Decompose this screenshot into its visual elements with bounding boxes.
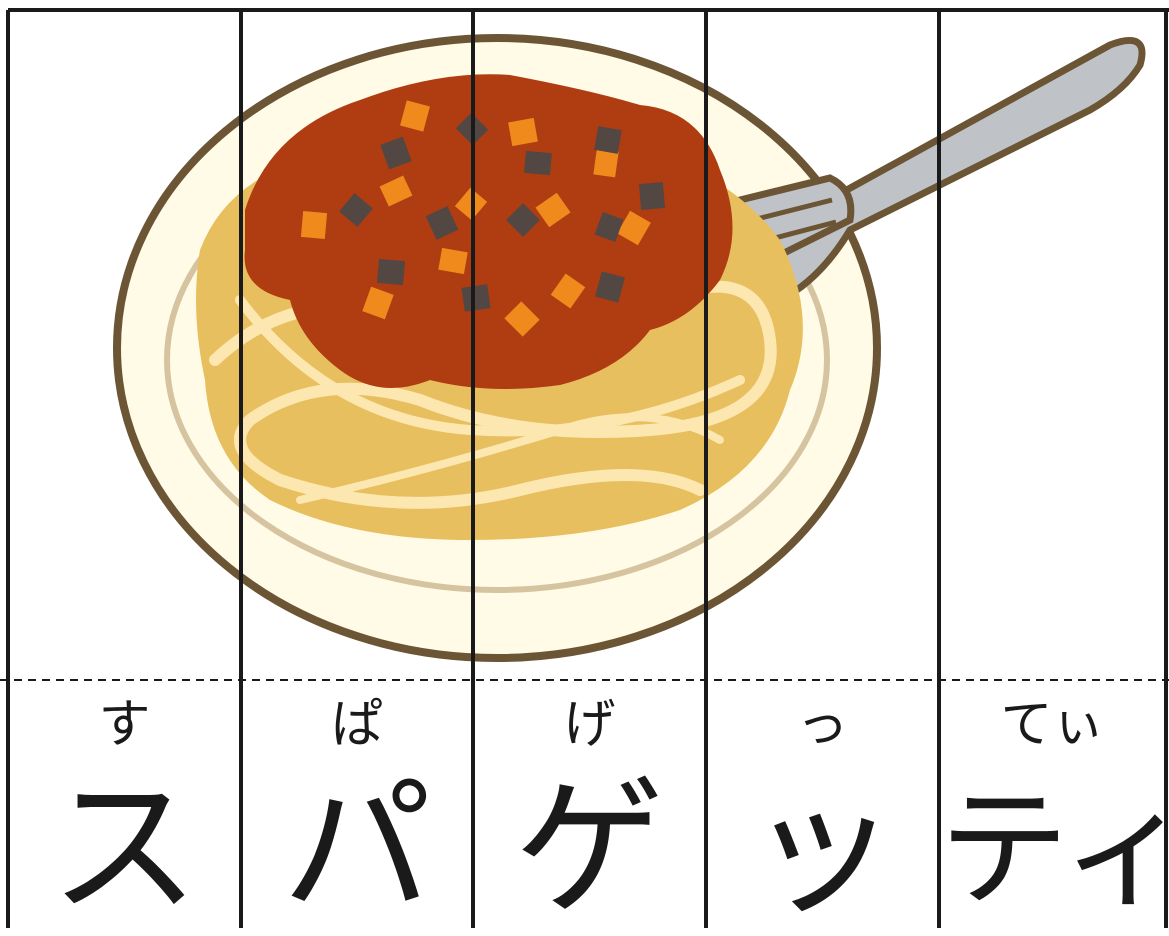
fork-icon [735, 37, 1146, 304]
carrot-piece [617, 210, 651, 246]
katakana-3: ゲ [514, 762, 665, 936]
furigana-4: っ [796, 695, 849, 755]
meat-piece [339, 193, 373, 227]
katakana-1: ス [49, 762, 200, 936]
meat-piece [506, 203, 540, 237]
meat-pieces [339, 112, 666, 312]
carrot-piece [362, 286, 394, 320]
meat-piece [595, 271, 625, 303]
meat-piece [638, 182, 666, 210]
carrot-piece [593, 148, 619, 178]
carrot-pieces [300, 100, 651, 337]
carrot-piece [438, 247, 468, 275]
katakana-2: パ [281, 762, 432, 936]
katakana-5: ティ [939, 773, 1169, 925]
carrot-piece [504, 301, 540, 337]
meat-piece [594, 211, 624, 243]
carrot-piece [508, 117, 538, 147]
furigana-2: ぱ [330, 695, 383, 755]
meat-piece [594, 126, 622, 154]
carrot-piece [400, 100, 430, 132]
carrot-piece [300, 211, 328, 239]
meat-piece [425, 206, 459, 240]
carrot-piece [550, 273, 586, 309]
katakana-4: ッ [747, 762, 898, 936]
meat-piece [380, 136, 412, 170]
meat-piece [461, 284, 491, 312]
meat-piece [377, 258, 405, 286]
meat-piece [524, 150, 552, 176]
furigana-5: てぃ [1000, 695, 1105, 755]
furigana-3: げ [563, 695, 616, 755]
furigana-1: す [98, 695, 151, 755]
column-grid [6, 8, 1169, 928]
carrot-piece [379, 175, 413, 207]
carrot-piece [535, 192, 571, 228]
